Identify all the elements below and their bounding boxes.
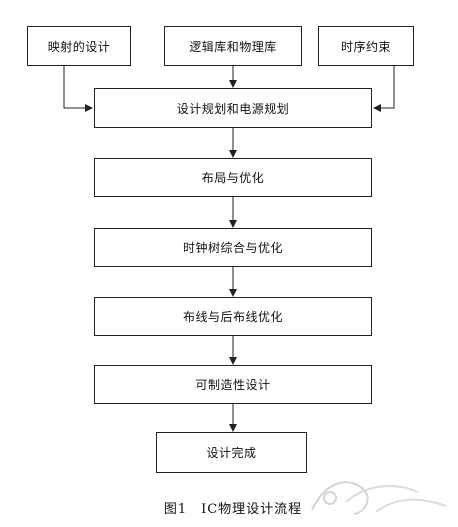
node-design-complete: 设计完成 bbox=[156, 432, 307, 473]
node-mapping-design: 映射的设计 bbox=[27, 26, 131, 66]
node-timing-constraints: 时序约束 bbox=[318, 26, 414, 66]
node-routing-optimization: 布线与后布线优化 bbox=[94, 297, 372, 336]
figure-caption: 图1 IC物理设计流程 bbox=[163, 501, 303, 517]
node-design-power-planning: 设计规划和电源规划 bbox=[94, 88, 372, 128]
node-design-for-manufacturing: 可制造性设计 bbox=[94, 365, 372, 404]
node-clock-tree-synthesis: 时钟树综合与优化 bbox=[94, 228, 372, 267]
arrow-timing-to-planning bbox=[373, 66, 395, 112]
node-placement-optimization: 布局与优化 bbox=[94, 158, 372, 197]
watermark-logo-icon bbox=[311, 481, 447, 515]
arrow-mapping-to-planning bbox=[63, 66, 93, 112]
node-logic-physical-library: 逻辑库和物理库 bbox=[164, 26, 302, 66]
